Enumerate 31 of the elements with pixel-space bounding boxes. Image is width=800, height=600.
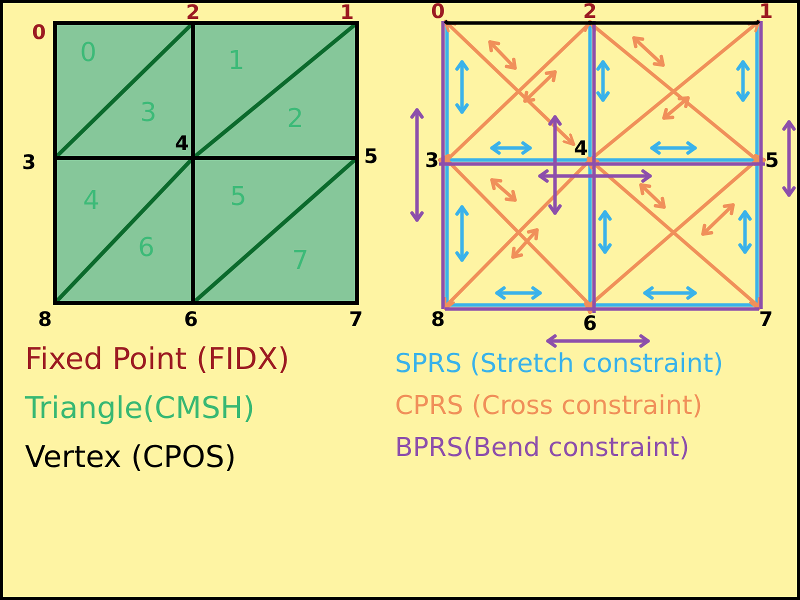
legend-text: Vertex (CPOS) (25, 441, 236, 476)
connector-line (592, 21, 596, 313)
vertex-number: 8 (38, 309, 52, 329)
legend-text: SPRS (Stretch constraint) (395, 350, 724, 380)
fixed-point-number: 1 (759, 1, 773, 21)
connector-line (445, 307, 759, 311)
fixed-point-number: 0 (32, 22, 46, 42)
double-arrow (444, 20, 576, 146)
fixed-point-number: 2 (583, 1, 597, 21)
vertex-number: 5 (364, 146, 378, 166)
legend-text: BPRS(Bend constraint) (395, 434, 690, 464)
legend-text: CPRS (Cross constraint) (395, 392, 702, 422)
vertex-number: 4 (574, 138, 588, 158)
connector-line (439, 162, 765, 166)
connector-line (588, 20, 760, 25)
vertex-number: 8 (431, 309, 445, 329)
vertex-number: 6 (184, 309, 198, 329)
vertex-number: 3 (425, 150, 439, 170)
fixed-point-number: 1 (340, 2, 354, 22)
connector-line (444, 20, 592, 25)
legend-text: Fixed Point (FIDX) (25, 343, 290, 378)
vertex-number: 6 (583, 313, 597, 333)
vertex-number: 7 (349, 309, 363, 329)
fixed-point-number: 2 (186, 2, 200, 22)
fixed-point-number: 0 (431, 1, 445, 21)
legend-text: Triangle(CMSH) (25, 392, 255, 426)
vertex-number: 5 (765, 150, 779, 170)
connector-line (441, 21, 445, 309)
vertex-number: 3 (22, 152, 36, 172)
vertex-number: 7 (759, 309, 773, 329)
connector-line (759, 21, 763, 309)
